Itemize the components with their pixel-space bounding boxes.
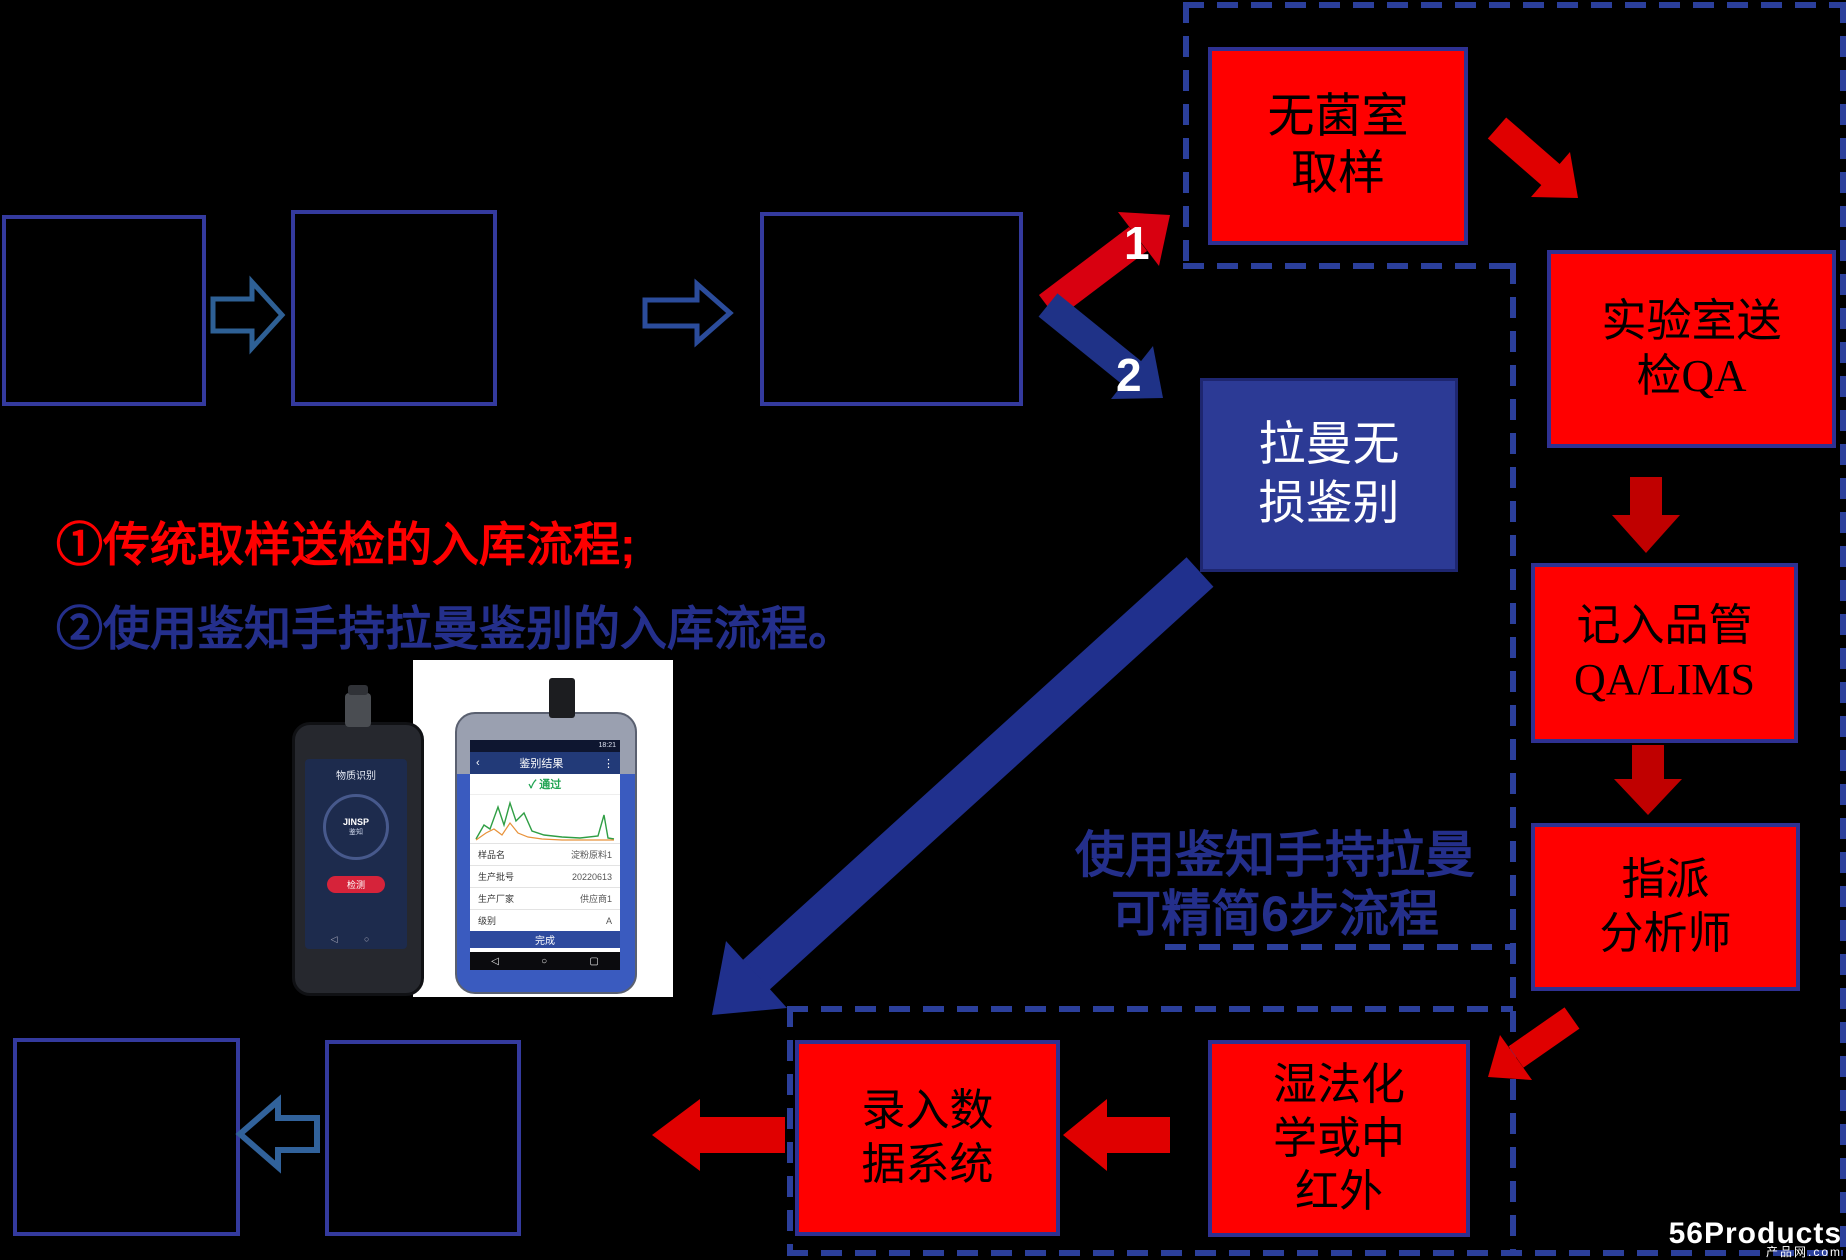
raman-phone-photo: 18:21 ‹ 鉴别结果 ⋮ ✓ 通过 样品名 淀粉原料1 生产批号 20220…	[455, 678, 637, 994]
arrow-sterile-to-lab-head	[1531, 152, 1578, 198]
android-back-icon: ◁	[491, 955, 499, 967]
legend-raman-process: ②使用鉴知手持拉曼鉴别的入库流程。	[56, 602, 855, 655]
hollow-left-arrow	[235, 1094, 320, 1174]
arrow-raman-shortcut-head	[712, 941, 787, 1015]
step-box-record-lims: 记入品管 QA/LIMS	[1531, 563, 1798, 743]
empty-step-box-3	[760, 212, 1023, 406]
legend-traditional-process: ①传统取样送检的入库流程;	[56, 518, 636, 571]
dashed-bottom-row-bottom-edge	[787, 1250, 1843, 1256]
phone-screen: 18:21 ‹ 鉴别结果 ⋮ ✓ 通过 样品名 淀粉原料1 生产批号 20220…	[470, 740, 620, 952]
branch-label-1: 1	[1124, 217, 1150, 269]
watermark: 56Products 产品网.com	[1668, 1217, 1842, 1260]
branch-label-2: 2	[1116, 349, 1142, 401]
device-logo-ring: JINSP 鉴知	[323, 794, 389, 860]
result-row-label: 生产厂家	[478, 894, 515, 904]
dashed-group1-bottom-edge	[1183, 263, 1517, 269]
dashed-bottom-row-left-edge	[787, 1006, 793, 1252]
empty-step-box-2	[291, 210, 497, 406]
empty-step-box-4	[13, 1038, 240, 1236]
step-box-assign-analyst: 指派 分析师	[1531, 823, 1800, 991]
device-logo-subtext: 鉴知	[349, 829, 363, 836]
result-row-value: 20220613	[571, 871, 612, 882]
device-app-title: 物质识别	[336, 771, 376, 782]
empty-step-box-1	[2, 215, 206, 406]
dashed-group1-top-edge	[1183, 2, 1843, 8]
android-recents-icon: ▢	[589, 955, 599, 967]
result-row-label: 级别	[478, 916, 497, 926]
kebab-menu-icon: ⋮	[602, 757, 614, 770]
result-row-label: 生产批号	[478, 872, 515, 882]
pass-result-badge: ✓ 通过	[470, 774, 620, 795]
step-box-wet-chemistry: 湿法化 学或中 红外	[1208, 1040, 1470, 1237]
phone-status-bar: 18:21	[470, 740, 620, 752]
arrow-sterile-to-lab-shaft	[1487, 117, 1561, 186]
dashed-group1-left-edge	[1183, 2, 1189, 265]
arrow-lab-to-record	[1612, 477, 1680, 553]
device-nav-icons: ◁ ○	[330, 934, 382, 944]
watermark-domain: 产品网.com	[1765, 1245, 1842, 1260]
result-row: 生产厂家 供应商1	[470, 887, 620, 909]
result-row: 级别 A	[470, 909, 620, 931]
device-logo-text: JINSP	[342, 817, 369, 827]
watermark-brand: 56Products	[1668, 1217, 1842, 1251]
device-nozzle-cap	[348, 685, 368, 695]
result-row-value: A	[605, 915, 612, 926]
handheld-raman-device-photo: 物质识别 JINSP 鉴知 检测 ◁ ○	[292, 685, 424, 996]
dashed-right-edge	[1840, 2, 1846, 1256]
phone-footer-button: 完成	[470, 931, 620, 948]
arrow-wet-to-entry	[1063, 1099, 1170, 1171]
device-screen: 物质识别 JINSP 鉴知 检测 ◁ ○	[305, 759, 407, 949]
result-row-label: 样品名	[478, 850, 506, 860]
step-box-data-entry: 录入数 据系统	[795, 1040, 1060, 1236]
dashed-bottom-row-top-edge	[787, 1006, 1513, 1012]
arrow-assign-to-wet-shaft	[1508, 1007, 1580, 1068]
empty-step-box-5	[325, 1040, 521, 1236]
hollow-right-arrow-1	[210, 275, 286, 355]
step-box-sterile-sampling: 无菌室 取样	[1208, 47, 1468, 245]
result-row-value: 淀粉原料1	[570, 850, 612, 860]
hollow-right-arrow-2	[642, 278, 734, 348]
android-nav-bar: ◁ ○ ▢	[470, 952, 620, 970]
dashed-group2-bottom-edge	[1165, 944, 1513, 950]
phone-app-title: 鉴别结果	[519, 758, 564, 770]
android-home-icon: ○	[541, 955, 548, 967]
step-box-lab-qa: 实验室送 检QA	[1547, 250, 1836, 448]
result-row: 生产批号 20220613	[470, 865, 620, 887]
dashed-right-column-left-edge	[1510, 263, 1516, 1253]
device-nozzle	[345, 693, 371, 727]
back-icon: ‹	[476, 757, 480, 769]
arrow-record-to-assign	[1614, 745, 1682, 815]
arrow-entry-to-box	[652, 1099, 785, 1171]
detect-button: 检测	[327, 876, 385, 893]
phone-app-header: ‹ 鉴别结果 ⋮	[470, 752, 620, 774]
spectrum-chart	[475, 800, 615, 841]
step-box-raman-identification: 拉曼无 损鉴别	[1200, 378, 1458, 572]
result-row: 样品名 淀粉原料1	[470, 843, 620, 865]
result-row-value: 供应商1	[579, 894, 612, 904]
phone-nozzle	[549, 678, 575, 718]
note-six-steps-saved: 使用鉴知手持拉曼 可精简6步流程	[1075, 827, 1475, 942]
